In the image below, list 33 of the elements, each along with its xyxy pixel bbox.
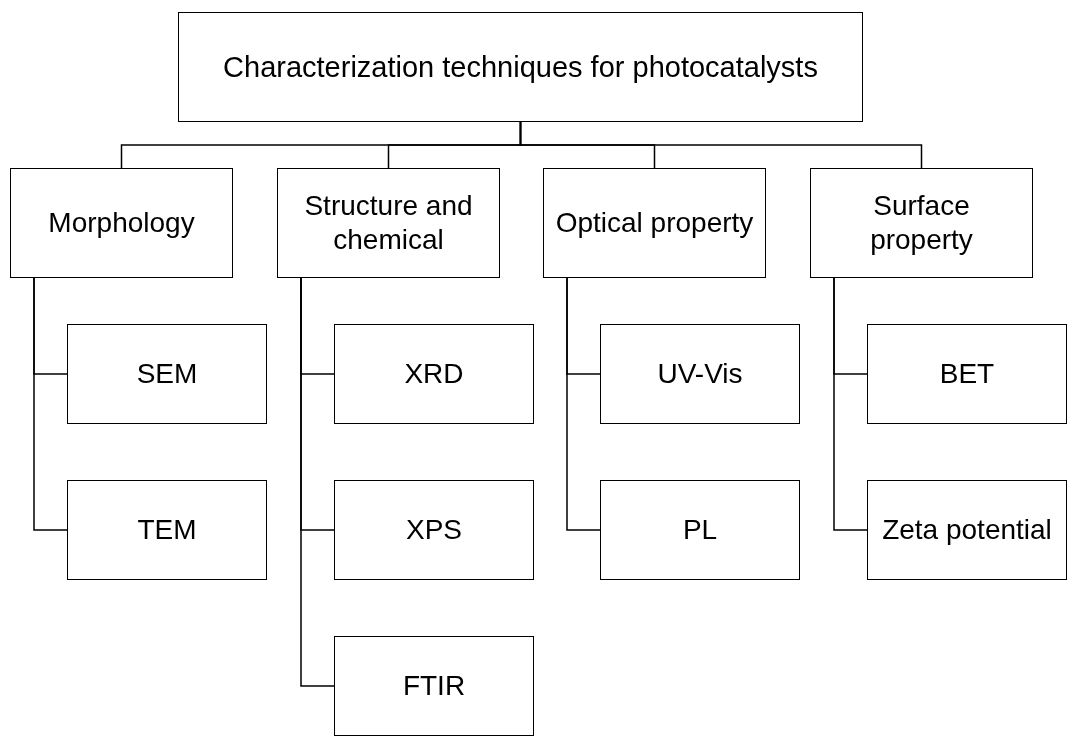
connector-line bbox=[300, 277, 335, 687]
technique-box bbox=[867, 324, 1067, 424]
box-label: Morphology bbox=[48, 206, 195, 240]
category-box bbox=[277, 168, 500, 278]
box-label: TEM bbox=[137, 513, 197, 547]
technique-box bbox=[867, 480, 1067, 580]
root-box bbox=[178, 12, 863, 122]
technique-box bbox=[600, 480, 800, 580]
technique-box bbox=[600, 324, 800, 424]
technique-box bbox=[334, 636, 534, 736]
connector-line bbox=[33, 277, 68, 531]
category-box bbox=[810, 168, 1033, 278]
box-label: Optical property bbox=[555, 206, 754, 240]
box-label: UV-Vis bbox=[657, 357, 743, 391]
connector-line bbox=[833, 277, 868, 531]
box-label: PL bbox=[682, 513, 718, 547]
connector-line bbox=[566, 277, 601, 531]
technique-box bbox=[67, 480, 267, 580]
box-label: Characterization techniques for photocatalysts bbox=[223, 49, 818, 85]
box-label: Zeta potential bbox=[882, 513, 1052, 547]
box-label: Surface property bbox=[869, 189, 974, 257]
technique-box bbox=[334, 480, 534, 580]
technique-box bbox=[67, 324, 267, 424]
box-label: XRD bbox=[404, 357, 464, 391]
category-box bbox=[10, 168, 233, 278]
box-label: XPS bbox=[406, 513, 462, 547]
box-label: FTIR bbox=[402, 669, 466, 703]
box-label: Structure and chemical bbox=[303, 189, 474, 257]
box-label: SEM bbox=[136, 357, 198, 391]
category-box bbox=[543, 168, 766, 278]
connector-line bbox=[519, 121, 923, 169]
technique-box bbox=[334, 324, 534, 424]
box-label: BET bbox=[939, 357, 995, 391]
